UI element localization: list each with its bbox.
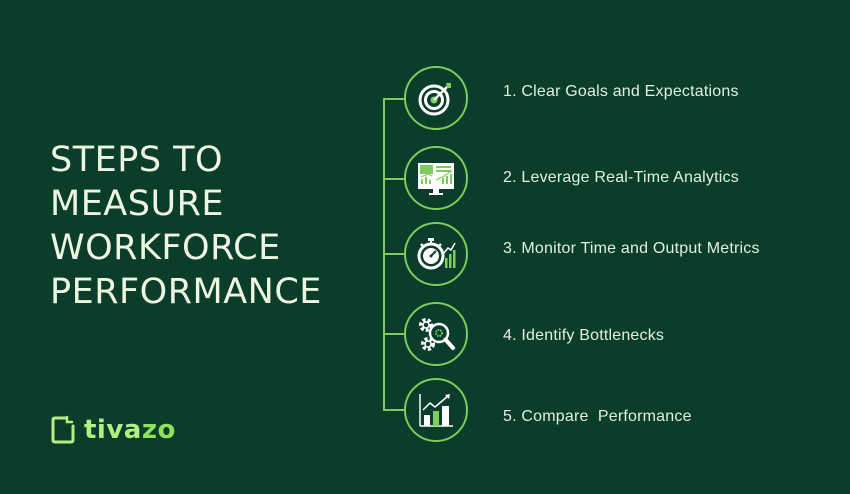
connector-tick-5 [383,409,405,411]
analytics-monitor-icon [418,163,454,195]
step-2-label: 2. Leverage Real-Time Analytics [503,169,739,186]
title-line-2: MEASURE [50,184,225,224]
step-3-icon-circle [404,222,468,286]
connector-tick-3 [383,253,405,255]
gears-magnifier-icon [419,318,455,351]
step-4-label: 4. Identify Bottlenecks [503,327,665,344]
step-1-label: 1. Clear Goals and Expectations [503,83,739,100]
step-2-icon-circle [404,146,468,210]
tivazo-logo: tivazo [50,415,176,445]
page-title: STEPS TO MEASURE WORKFORCE PERFORMANCE [50,138,322,314]
growth-chart-icon [419,394,453,427]
step-3-label: 3. Monitor Time and Output Metrics [503,240,760,257]
title-line-4: PERFORMANCE [50,272,322,312]
step-1-icon-circle [404,66,468,130]
stopwatch-chart-icon [417,238,456,270]
title-line-3: WORKFORCE [50,228,281,268]
step-5-icon-circle [404,378,468,442]
step-5-label: 5. Compare Performance [503,408,692,425]
connector-tick-1 [383,98,405,100]
connector-tick-4 [383,333,405,335]
title-line-1: STEPS TO [50,140,224,180]
connector-tick-2 [383,178,405,180]
tivazo-logo-icon [51,415,75,444]
step-4-icon-circle [404,302,468,366]
target-icon [418,83,451,116]
logo-text: tivazo [84,415,176,445]
